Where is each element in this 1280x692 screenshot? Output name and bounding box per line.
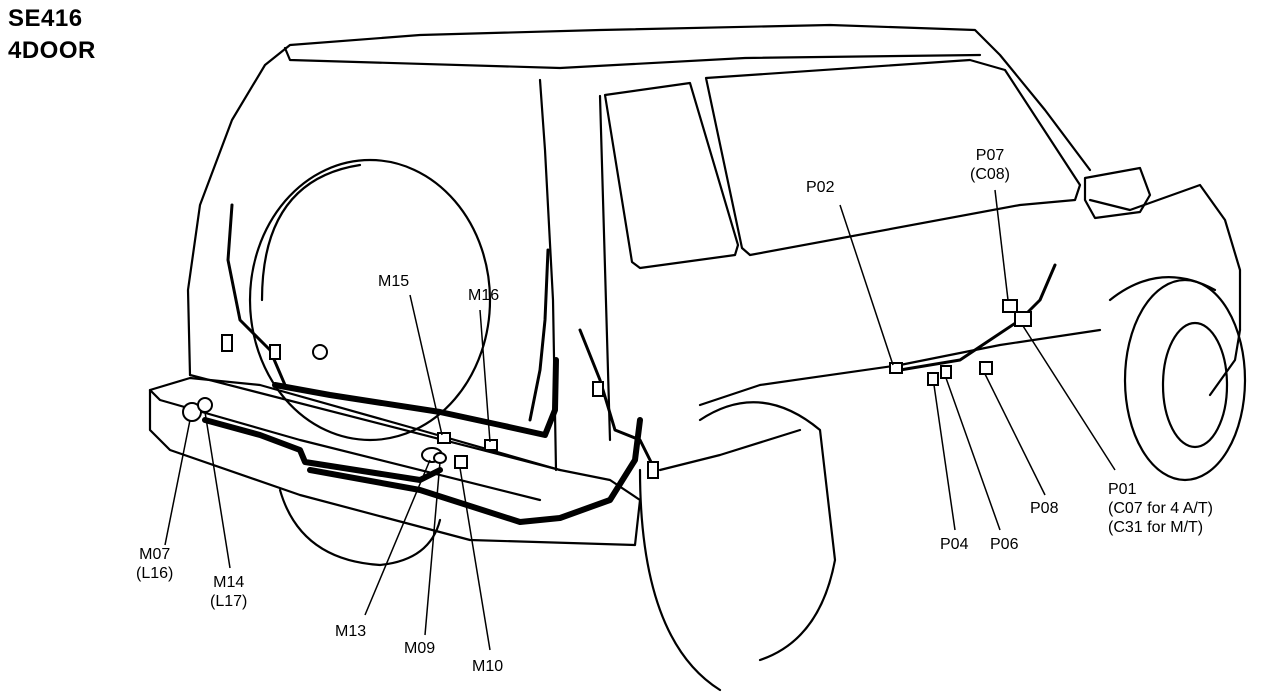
connector-p07-icon — [1002, 299, 1018, 313]
under-curve — [278, 488, 442, 567]
leader-p06 — [945, 377, 1001, 531]
label-m07-alt: (L16) — [136, 565, 174, 582]
connector-p01-icon — [1014, 311, 1032, 327]
connector-m14-icon — [197, 397, 213, 413]
rear-side-window — [603, 81, 740, 270]
tailgate-lower — [188, 373, 562, 472]
label-m13: M13 — [335, 623, 367, 640]
label-m14-id: M14 — [213, 574, 245, 591]
front-wheel-outer — [1123, 278, 1247, 482]
label-m15: M15 — [378, 273, 410, 290]
label-m14-alt: (L17) — [210, 593, 248, 610]
label-p06: P06 — [990, 536, 1019, 553]
leader-p08 — [984, 373, 1046, 496]
front-wheel-inner — [1161, 321, 1229, 449]
connector-p04-icon — [927, 372, 939, 386]
front-fender-line — [1088, 183, 1242, 332]
leader-m16 — [479, 309, 491, 443]
label-m16: M16 — [468, 287, 500, 304]
connector-m15-icon — [437, 432, 451, 444]
label-p01-id: P01 — [1108, 481, 1137, 498]
leader-m14 — [204, 411, 231, 569]
rear-bumper — [148, 376, 642, 547]
spare-tire-inner — [260, 163, 362, 302]
diagram-title-model: SE416 — [8, 5, 83, 32]
spare-tire — [248, 158, 492, 442]
harness-main-lower — [202, 417, 443, 483]
label-p02: P02 — [806, 179, 835, 196]
label-p01: P01 (C07 for 4 A/T) (C31 for M/T) — [1108, 480, 1213, 537]
label-p07: P07 (C08) — [970, 146, 1010, 184]
label-m14: M14 (L17) — [210, 573, 247, 611]
harness-rear-run — [307, 417, 643, 525]
leader-p07 — [994, 189, 1009, 301]
leader-m10 — [459, 467, 491, 651]
leader-m09 — [424, 461, 441, 636]
rear-wheel-outer — [638, 468, 722, 692]
connector-m09-icon — [433, 452, 447, 464]
label-p07-id: P07 — [975, 147, 1005, 164]
front-wheel-arch — [1108, 276, 1217, 302]
front-bumper-line — [1208, 328, 1242, 397]
connector-p06-icon — [940, 365, 952, 379]
connector-tailgate-3-icon — [312, 344, 328, 360]
diagram-title-body: 4DOOR — [8, 37, 96, 64]
rear-wheel-arch — [698, 401, 837, 662]
harness-main-upper — [272, 357, 559, 438]
label-p04: P04 — [940, 536, 969, 553]
connector-pillar-1-icon — [592, 381, 604, 397]
connector-p02-icon — [889, 362, 903, 374]
leader-p02 — [839, 204, 894, 366]
connector-m16-icon — [484, 439, 498, 451]
label-m09: M09 — [404, 640, 436, 657]
connector-tailgate-1-icon — [221, 334, 233, 352]
connector-tailgate-2-icon — [269, 344, 281, 360]
label-m07: M07 (L16) — [136, 545, 173, 583]
leader-p04 — [933, 384, 956, 531]
connector-pillar-2-icon — [647, 461, 659, 479]
rear-door-edge — [598, 94, 612, 442]
front-side-window — [704, 58, 1082, 257]
rear-bumper-top — [148, 388, 542, 502]
label-m10: M10 — [472, 658, 504, 675]
label-p01-alt1: (C07 for 4 A/T) — [1108, 500, 1213, 517]
label-p08: P08 — [1030, 500, 1059, 517]
leader-p01 — [1022, 325, 1116, 471]
label-p01-alt2: (C31 for M/T) — [1108, 519, 1204, 536]
vehicle-body-outline — [186, 23, 1092, 377]
label-m07-id: M07 — [139, 546, 171, 563]
side-mirror — [1083, 166, 1152, 220]
label-p07-alt: (C08) — [970, 166, 1011, 183]
connector-m10-icon — [454, 455, 468, 469]
harness-tailgate-right — [528, 248, 550, 422]
connector-p08-icon — [979, 361, 993, 375]
leader-m15 — [409, 294, 443, 436]
harness-floor-front — [898, 263, 1057, 372]
roof-inner-line — [283, 46, 982, 70]
leader-m07 — [164, 419, 191, 546]
connector-m07-icon — [182, 402, 202, 422]
harness-pillar — [578, 328, 657, 472]
harness-tailgate-left — [226, 203, 287, 387]
leader-m13 — [364, 459, 431, 616]
lower-body-line — [658, 428, 802, 472]
